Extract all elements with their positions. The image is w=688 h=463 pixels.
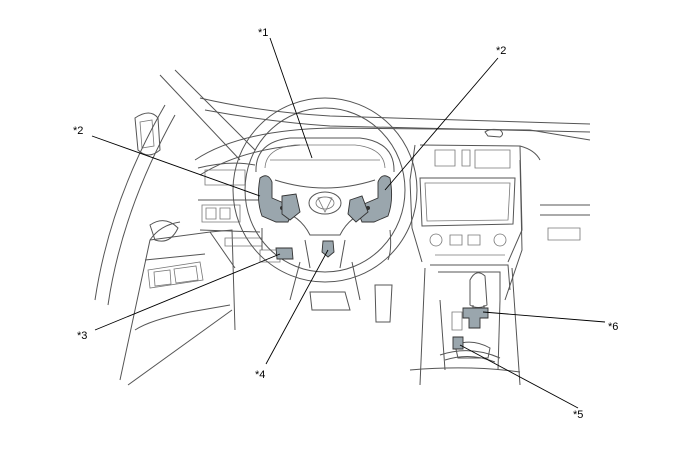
callout-2-left-label: *2	[73, 125, 83, 137]
transmission-switch	[452, 336, 464, 350]
callout-6-label: *6	[608, 321, 618, 333]
side-mirror	[134, 112, 161, 156]
callout-3-label: *3	[77, 330, 87, 342]
door-panel	[94, 104, 236, 386]
center-console	[409, 264, 521, 386]
a-pillar	[159, 69, 591, 161]
callout-1-label: *1	[258, 27, 268, 39]
callout-5-label: *5	[573, 409, 583, 421]
center-cluster-switch	[347, 195, 369, 223]
cruise-switch	[275, 247, 294, 260]
callout-2-right-label: *2	[496, 45, 506, 57]
callout-4-label: *4	[255, 369, 265, 381]
tilt-switch	[321, 240, 335, 258]
steering-column	[259, 228, 393, 323]
dashboard	[194, 127, 591, 301]
shift-position-sensor	[462, 307, 489, 329]
center-stack	[409, 144, 523, 263]
leader-lines	[91, 37, 606, 409]
steering-pad-switch	[281, 193, 301, 221]
